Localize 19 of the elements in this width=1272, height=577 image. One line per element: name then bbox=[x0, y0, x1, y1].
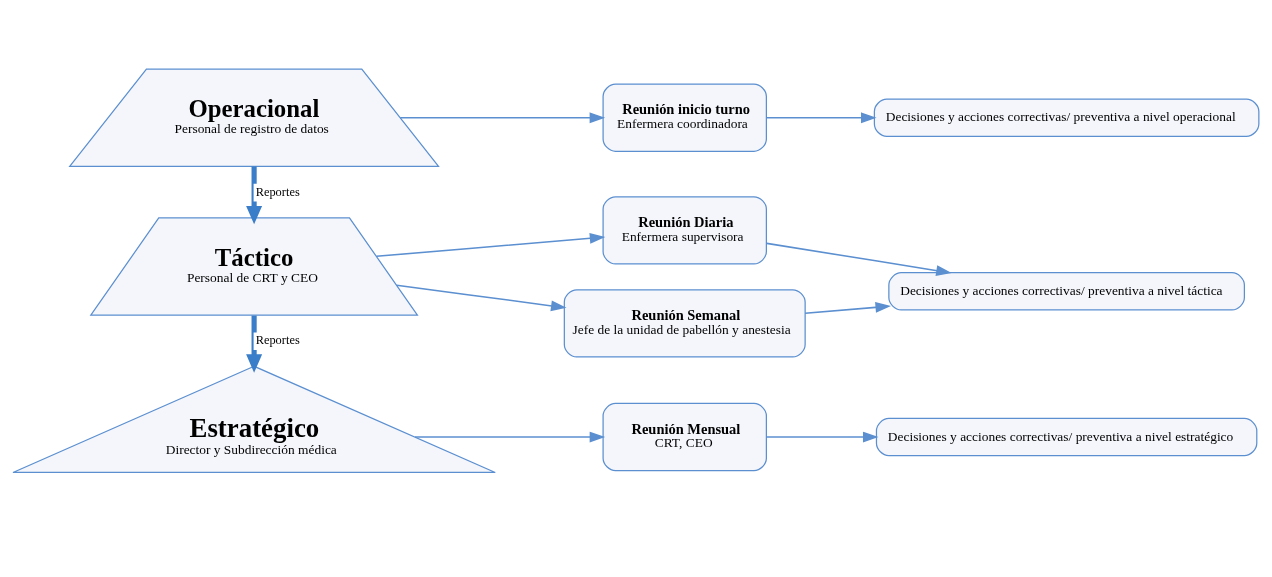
node-box: Decisiones y acciones correctivas/ preventiva a nivel operacional bbox=[873, 98, 1260, 137]
arrow bbox=[246, 166, 263, 225]
arrow bbox=[766, 112, 877, 124]
node-box: Reunión Semanal Jefe de la unidad de pabellón y anestesia bbox=[563, 289, 806, 358]
arrow bbox=[766, 242, 952, 276]
arrow bbox=[246, 315, 263, 373]
edge-label: Reportes bbox=[255, 184, 300, 199]
node-box: Decisiones y acciones correctivas/ preventiva a nivel táctica bbox=[888, 272, 1245, 311]
arrow bbox=[414, 431, 606, 443]
arrow bbox=[395, 284, 567, 312]
edge-label: Reportes bbox=[255, 333, 300, 348]
node-box: Decisiones y acciones correctivas/ preventiva a nivel estratégico bbox=[875, 417, 1258, 457]
node-box: Reunión Diaria Enfermera supervisora bbox=[602, 196, 767, 265]
arrow bbox=[399, 112, 606, 124]
node-box: Reunión inicio turno Enfermera coordinadora bbox=[602, 83, 767, 152]
arrow bbox=[804, 301, 891, 315]
arrow bbox=[375, 232, 606, 258]
node-box: Reunión Mensual CRT, CEO bbox=[602, 402, 767, 472]
arrow bbox=[766, 431, 879, 443]
